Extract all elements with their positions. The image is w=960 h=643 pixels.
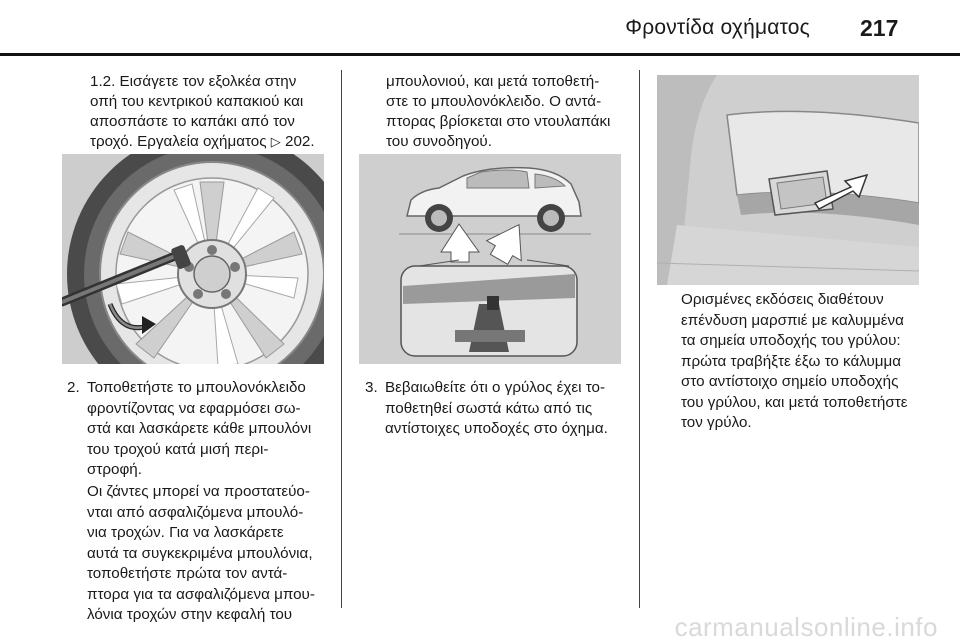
column-divider-2 — [639, 70, 640, 608]
step-2-text: Τοποθετήστε το μπουλονόκλειδο φροντίζοντ… — [87, 378, 327, 481]
col2-intro-line: πτορας βρίσκεται στο ντουλαπάκι — [386, 113, 611, 130]
step-2-line: στροφή. — [87, 461, 142, 478]
wheel-illustration — [62, 154, 324, 364]
cross-reference-arrow-icon: ▷ — [270, 134, 281, 149]
wheel-cap-removal-figure — [62, 154, 324, 364]
note-line: νται από ασφαλιζόμενα μπουλό- — [87, 503, 304, 521]
col2-intro-line: του συνοδηγού. — [386, 133, 492, 150]
col3-line: πρώτα τραβήξτε έξω το κάλυμμα — [681, 352, 902, 370]
car-jack-illustration — [359, 154, 621, 364]
step-3-line: Βεβαιωθείτε ότι ο γρύλος έχει το- — [385, 379, 606, 396]
header-rule — [0, 53, 960, 56]
intro-line-1: 1.2. Εισάγετε τον εξολκέα στην — [90, 73, 297, 90]
col3-line: τα σημεία υποδοχής του γρύλου: — [681, 332, 901, 349]
note-text: Οι ζάντες μπορεί να προστατεύο- νται από… — [87, 482, 327, 626]
step-2-line: φροντίζοντας να εφαρμόσει σω- — [87, 399, 301, 417]
step-2-line: του τροχού κατά μισή περι- — [87, 440, 269, 458]
step-2: 2. Τοποθετήστε το μπουλονόκλειδο φροντίζ… — [67, 378, 337, 488]
step-3-line: ποθετηθεί σωστά κάτω από τις — [385, 399, 593, 417]
step-2-line: Τοποθετήστε το μπουλονόκλειδο — [87, 379, 306, 396]
intro-line-2: οπή του κεντρικού καπακιού και — [90, 93, 304, 110]
header-title: Φροντίδα οχήματος — [625, 16, 810, 39]
note-line: αυτά τα συγκεκριμένα μπουλόνια, — [87, 544, 313, 562]
jack-position-figure — [359, 154, 621, 364]
col3-line: του γρύλου, και μετά τοποθετήστε — [681, 393, 908, 411]
note-locking-bolts: Οι ζάντες μπορεί να προστατεύο- νται από… — [67, 482, 337, 632]
col3-text: Ορισμένες εκδόσεις διαθέτουν επένδυση μα… — [681, 290, 931, 434]
col2-intro-line: στε το μπουλονόκλειδο. Ο αντά- — [386, 93, 602, 110]
column-divider-1 — [341, 70, 342, 608]
site-watermark: carmanualsonline.info — [674, 612, 938, 642]
sill-cover-figure — [657, 75, 919, 285]
col3-line: τον γρύλο. — [681, 414, 752, 431]
col3-line: επένδυση μαρσπιέ με καλυμμένα — [681, 311, 904, 329]
jack-point-cover-illustration — [657, 75, 919, 285]
col3-line: στο αντίστοιχο σημείο υποδοχής — [681, 373, 899, 390]
step-2-line: στά και λασκάρετε κάθε μπουλόνι — [87, 420, 312, 437]
page-number: 217 — [860, 15, 899, 41]
intro-page-ref: 202. — [280, 133, 315, 150]
intro-line-3: αποσπάστε το καπάκι από τον — [90, 113, 295, 130]
step-3-number: 3. — [365, 379, 378, 396]
note-line: τοποθετήστε πρώτα τον αντά- — [87, 565, 288, 582]
intro-line-4: τροχό. Εργαλεία οχήματος ▷ 202. — [90, 132, 315, 153]
note-line: νια τροχών. Για να λασκάρετε — [87, 524, 284, 541]
note-line: πτορα για τα ασφαλιζόμενα μπου- — [87, 585, 315, 603]
intro-line-4-text: τροχό. Εργαλεία οχήματος — [90, 133, 271, 150]
note-line: λόνια τροχών στην κεφαλή του — [87, 606, 293, 623]
step-3: 3. Βεβαιωθείτε ότι ο γρύλος έχει το- ποθ… — [365, 378, 635, 448]
step-3-line: αντίστοιχες υποδοχές στο όχημα. — [385, 420, 608, 437]
step-2-number: 2. — [67, 379, 80, 396]
note-line: Οι ζάντες μπορεί να προστατεύο- — [87, 483, 310, 500]
col2-intro-line: μπουλονιού, και μετά τοποθετή- — [386, 73, 600, 90]
step-3-text: Βεβαιωθείτε ότι ο γρύλος έχει το- ποθετη… — [385, 378, 635, 440]
col3-line: Ορισμένες εκδόσεις διαθέτουν — [681, 291, 884, 308]
